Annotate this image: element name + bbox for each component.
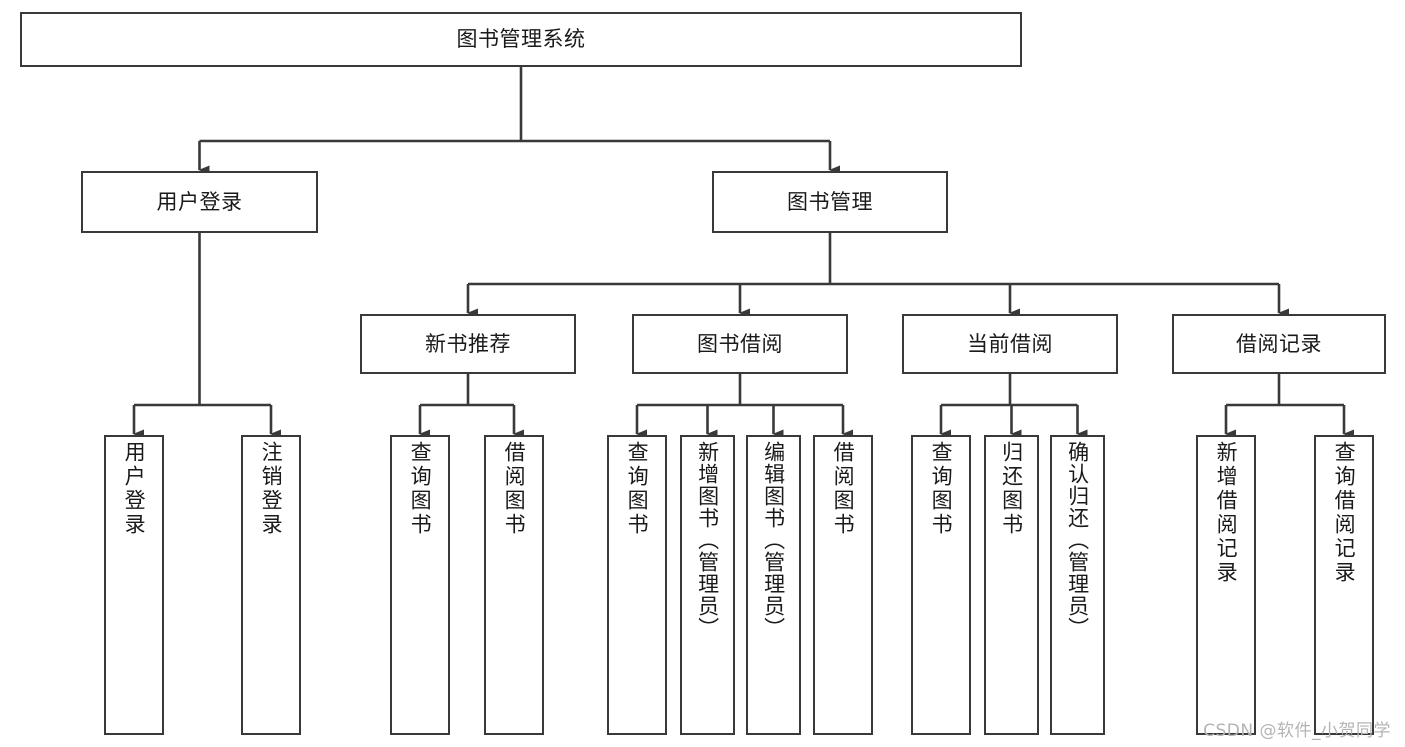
node-label-leaf-borrow-book-1: 借阅图书: [502, 441, 527, 537]
node-records[interactable]: 借阅记录: [1172, 314, 1386, 374]
node-label-leaf-confirm-return: 确认归还（管理员）: [1065, 441, 1090, 639]
node-label-records: 借阅记录: [1236, 331, 1322, 356]
node-root[interactable]: 图书管理系统: [20, 12, 1022, 67]
node-label-leaf-query-book-2: 查询图书: [625, 441, 650, 537]
node-label-leaf-add-book: 新增图书（管理员）: [695, 441, 720, 639]
node-current[interactable]: 当前借阅: [902, 314, 1118, 374]
node-label-leaf-user-login: 用户登录: [122, 441, 147, 537]
node-label-leaf-return-book: 归还图书: [999, 441, 1024, 537]
node-label-leaf-logout: 注销登录: [259, 441, 284, 537]
node-label-root: 图书管理系统: [456, 27, 586, 52]
node-label-leaf-add-record: 新增借阅记录: [1214, 441, 1239, 585]
node-leaf-edit-book[interactable]: 编辑图书（管理员）: [746, 435, 801, 735]
node-leaf-logout[interactable]: 注销登录: [241, 435, 301, 735]
node-leaf-query-book-3[interactable]: 查询图书: [911, 435, 971, 735]
node-leaf-add-book[interactable]: 新增图书（管理员）: [680, 435, 735, 735]
node-label-leaf-query-book-1: 查询图书: [408, 441, 433, 537]
node-label-borrow: 图书借阅: [697, 331, 783, 356]
node-label-newbooks: 新书推荐: [425, 331, 511, 356]
node-leaf-return-book[interactable]: 归还图书: [984, 435, 1039, 735]
node-bookmgmt[interactable]: 图书管理: [712, 171, 948, 233]
node-login[interactable]: 用户登录: [81, 171, 318, 233]
node-leaf-query-book-2[interactable]: 查询图书: [607, 435, 667, 735]
node-label-leaf-query-book-3: 查询图书: [929, 441, 954, 537]
node-leaf-query-book-1[interactable]: 查询图书: [390, 435, 450, 735]
node-label-leaf-query-record: 查询借阅记录: [1332, 441, 1357, 585]
node-label-bookmgmt: 图书管理: [787, 189, 873, 214]
node-label-leaf-edit-book: 编辑图书（管理员）: [761, 441, 786, 639]
node-newbooks[interactable]: 新书推荐: [360, 314, 576, 374]
node-borrow[interactable]: 图书借阅: [632, 314, 848, 374]
node-leaf-add-record[interactable]: 新增借阅记录: [1196, 435, 1256, 735]
node-leaf-borrow-book-1[interactable]: 借阅图书: [484, 435, 544, 735]
node-leaf-user-login[interactable]: 用户登录: [104, 435, 164, 735]
node-label-login: 用户登录: [156, 189, 243, 214]
node-label-leaf-borrow-book-2: 借阅图书: [831, 441, 856, 537]
node-label-current: 当前借阅: [967, 331, 1053, 356]
csdn-watermark: CSDN @软件_小贺同学: [1203, 721, 1391, 741]
node-leaf-confirm-return[interactable]: 确认归还（管理员）: [1050, 435, 1105, 735]
node-leaf-query-record[interactable]: 查询借阅记录: [1314, 435, 1374, 735]
node-leaf-borrow-book-2[interactable]: 借阅图书: [813, 435, 873, 735]
